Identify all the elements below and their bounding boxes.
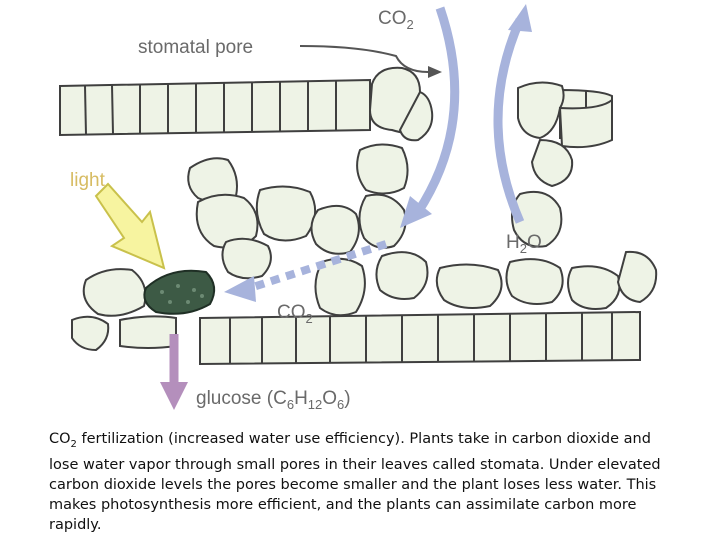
h2o-arrow-icon (493, 4, 532, 224)
guard-cells (368, 66, 613, 149)
co2-arrow-icon (224, 6, 460, 302)
glucose-arrow-icon (160, 334, 188, 410)
co2-mid-label: CO2 (277, 302, 313, 326)
co2-top-label: CO2 (378, 8, 414, 32)
light-label: light (70, 170, 106, 191)
chloroplast (143, 269, 216, 315)
glucose-label: glucose (C6H12O6) (196, 388, 351, 412)
h2o-label: H2O (506, 232, 542, 256)
caption-text: fertilization (increased water use effic… (49, 431, 661, 533)
light-arrow-icon (94, 182, 166, 270)
stomatal-pore-label: stomatal pore (138, 37, 253, 58)
caption: CO2 fertilization (increased water use e… (49, 429, 679, 535)
leaf-cross-section-diagram: CO2 stomatal pore light H2O CO2 glucose … (59, 4, 658, 412)
stomatal-pore-pointer (299, 45, 442, 78)
caption-co2-sub: 2 (70, 438, 77, 450)
mesophyll-cells (71, 138, 658, 352)
lower-epidermis (119, 310, 641, 366)
caption-co2: CO (49, 431, 71, 447)
